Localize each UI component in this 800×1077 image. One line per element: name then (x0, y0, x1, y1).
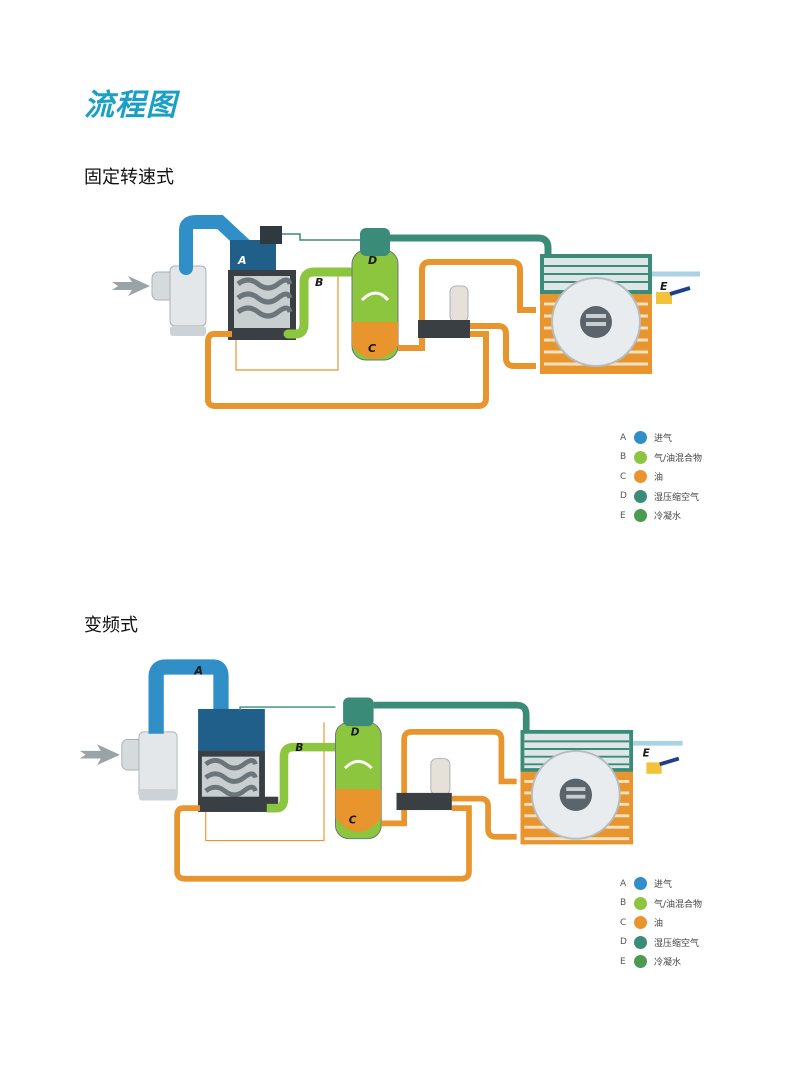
legend-item-d: D 湿压缩空气 (620, 487, 770, 507)
oil-pipe-return (470, 323, 536, 369)
intake-arrow-icon (112, 276, 150, 296)
legend-dot (634, 877, 647, 891)
legend-label: 冷凝水 (654, 512, 682, 523)
compressed-air-pipe (390, 234, 552, 262)
legend-dot (634, 470, 647, 484)
legend-item-c: C 油 (620, 913, 770, 933)
compressor-unit (228, 226, 296, 340)
legend-dot (634, 896, 647, 910)
compressed-air-pipe (373, 701, 530, 736)
legend-letter: A (620, 432, 627, 443)
legend-letter: B (620, 898, 627, 909)
label-e: E (660, 280, 668, 293)
legend-variable-frequency: A 进气 B 气/油混合物 C 油 D 湿压缩空气 E 冷凝水 (620, 874, 770, 972)
oil-pipe-outer-loop (174, 805, 472, 882)
legend-item-d: D 湿压缩空气 (620, 933, 770, 953)
mixture-pipe (266, 742, 336, 813)
legend-label: 冷凝水 (654, 958, 682, 969)
legend-letter: D (620, 491, 627, 502)
legend-letter: C (620, 471, 627, 482)
legend-label: 油 (654, 919, 664, 930)
oil-return-thin-line (235, 270, 339, 371)
oil-filter (418, 285, 470, 338)
drain-valve-icon (646, 756, 680, 774)
legend-label: 气/油混合物 (654, 899, 703, 910)
page-title: 流程图 (84, 88, 177, 123)
legend-dot (634, 450, 647, 464)
intake-filter (151, 265, 207, 336)
section-title-fixed-speed: 固定转速式 (84, 167, 174, 188)
mixture-pipe (283, 267, 357, 339)
drain-valve-icon (656, 286, 691, 304)
control-line (239, 706, 336, 711)
oil-pipe-to-cooler (381, 728, 517, 827)
legend-fixed-speed: A 进气 B 气/油混合物 C 油 D 湿压缩空气 E 冷凝水 (620, 428, 770, 526)
legend-label: 湿压缩空气 (654, 492, 700, 503)
legend-item-a: A 进气 (620, 428, 770, 448)
label-e: E (643, 748, 651, 760)
flow-diagram-fixed-speed: A B D C (112, 215, 700, 409)
oil-separator-tank (351, 228, 399, 361)
oil-pipe-to-cooler (398, 259, 536, 351)
compressor-unit (198, 708, 279, 812)
legend-item-e: E 冷凝水 (620, 952, 770, 972)
label-d: D (351, 727, 360, 739)
label-c: C (368, 342, 376, 355)
legend-dot (634, 955, 647, 969)
oil-pipe-outer-loop (205, 331, 489, 409)
intake-filter (121, 731, 178, 801)
legend-dot (634, 431, 647, 445)
control-line (282, 233, 362, 241)
flow-diagram-variable-frequency: A B D C (79, 659, 683, 882)
oil-pipe-return (451, 795, 517, 840)
legend-letter: A (620, 878, 627, 889)
legend-label: 进气 (654, 434, 673, 445)
legend-dot (634, 489, 647, 503)
label-d: D (368, 254, 377, 267)
legend-item-b: B 气/油混合物 (620, 894, 770, 914)
label-a: A (237, 254, 247, 267)
legend-item-b: B 气/油混合物 (620, 448, 770, 468)
legend-item-e: E 冷凝水 (620, 506, 770, 526)
intake-pipe (148, 659, 229, 734)
label-c: C (349, 814, 357, 826)
legend-dot (634, 509, 647, 523)
label-a: A (193, 664, 203, 678)
oil-return-thin-line (205, 722, 325, 842)
legend-label: 进气 (654, 880, 673, 891)
label-b: B (315, 276, 323, 289)
intake-pipe (179, 215, 257, 275)
legend-dot (634, 916, 647, 930)
legend-letter: E (620, 956, 626, 967)
legend-dot (634, 935, 647, 949)
legend-item-a: A 进气 (620, 874, 770, 894)
legend-label: 湿压缩空气 (654, 938, 700, 949)
cooler-unit (540, 254, 652, 374)
legend-letter: B (620, 452, 627, 463)
legend-item-c: C 油 (620, 467, 770, 487)
section-title-variable-frequency: 变频式 (84, 615, 138, 636)
label-b: B (295, 742, 303, 754)
legend-label: 气/油混合物 (654, 453, 703, 464)
legend-letter: D (620, 937, 627, 948)
legend-letter: E (620, 510, 626, 521)
legend-letter: C (620, 917, 627, 928)
cooler-unit (520, 729, 634, 845)
oil-filter (396, 758, 452, 811)
oil-separator-tank (334, 697, 382, 840)
intake-arrow-icon (79, 744, 120, 766)
legend-label: 油 (654, 473, 664, 484)
